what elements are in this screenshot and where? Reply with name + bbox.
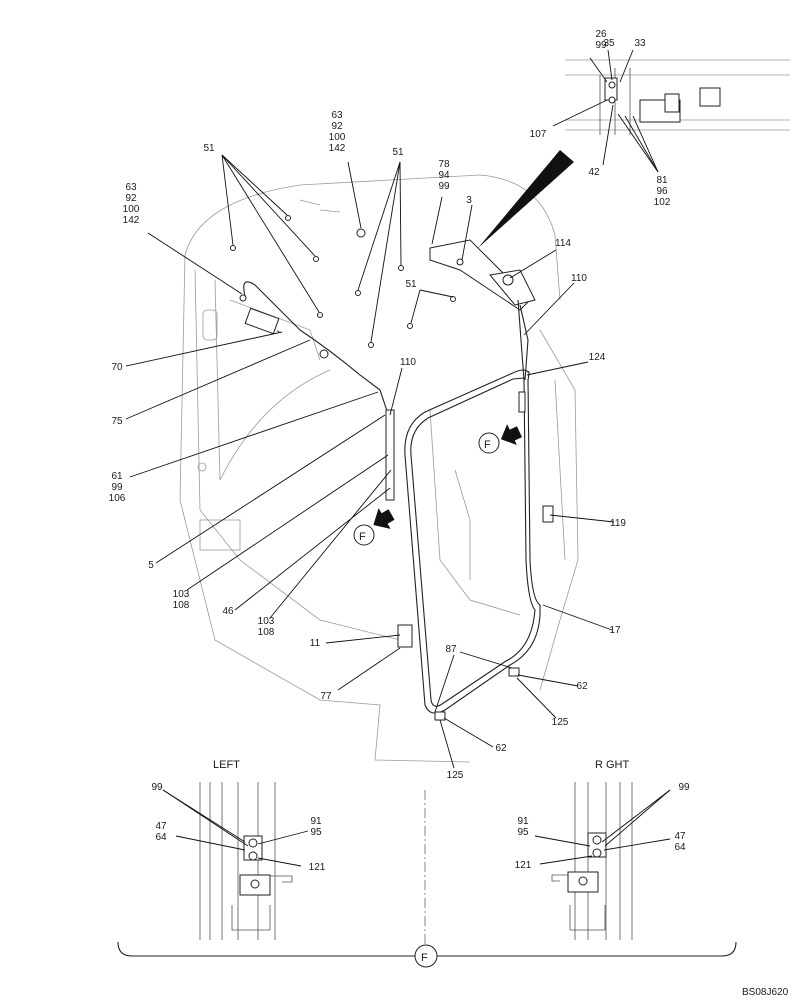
callout-70: 70 <box>111 362 123 373</box>
detail-right-99: 99 <box>678 782 690 793</box>
bolts <box>230 215 456 348</box>
f-marker-right-text: F <box>484 439 491 451</box>
leader-lines <box>125 49 659 769</box>
callout-11: 11 <box>310 638 321 649</box>
callout-110-left: 110 <box>400 357 416 368</box>
callout-51-c: 51 <box>405 279 417 290</box>
callout-110-right: 110 <box>571 273 587 284</box>
f-arrows: F F <box>353 424 523 546</box>
callout-33: 33 <box>634 38 646 49</box>
callout-17: 17 <box>609 625 621 636</box>
bottom-bracket <box>117 941 737 957</box>
brackets <box>397 391 554 721</box>
callout-75: 75 <box>111 416 123 427</box>
caption-left: LEFT <box>213 759 240 771</box>
callout-124: 124 <box>589 352 606 363</box>
detail-pointer-arrow <box>478 150 574 248</box>
callout-119: 119 <box>610 518 626 529</box>
callout-51-b: 51 <box>392 147 404 158</box>
f-marker-left-text: F <box>359 531 366 543</box>
callout-77: 77 <box>320 691 332 702</box>
callout-42: 42 <box>588 167 600 178</box>
callout-62-a: 62 <box>576 681 588 692</box>
callout-62-b: 62 <box>495 743 507 754</box>
detail-leaders <box>162 789 671 867</box>
callout-125-b: 125 <box>447 770 464 781</box>
callout-107: 107 <box>530 129 547 140</box>
detail-right <box>551 782 633 940</box>
detail-left-121: 121 <box>309 862 326 873</box>
callout-35: 35 <box>603 38 615 49</box>
inset-detail-top <box>565 59 790 135</box>
detail-left-99: 99 <box>151 782 163 793</box>
callout-125-a: 125 <box>552 717 569 728</box>
door-frame <box>404 369 541 714</box>
detail-right-121: 121 <box>515 860 532 871</box>
top-hinge-assembly <box>379 239 536 501</box>
callout-87: 87 <box>445 644 457 655</box>
caption-right: R GHT <box>595 759 630 771</box>
detail-left <box>199 782 293 940</box>
wiring-harness <box>239 281 381 391</box>
drawing-id: BS08J620 <box>742 987 789 998</box>
callout-46: 46 <box>222 606 234 617</box>
bottom-f-circle <box>414 944 438 968</box>
callout-51-a: 51 <box>203 143 215 154</box>
bottom-f-text: F <box>421 952 428 964</box>
callout-5: 5 <box>148 560 154 571</box>
callout-3: 3 <box>466 195 472 206</box>
callout-114: 114 <box>555 238 571 249</box>
